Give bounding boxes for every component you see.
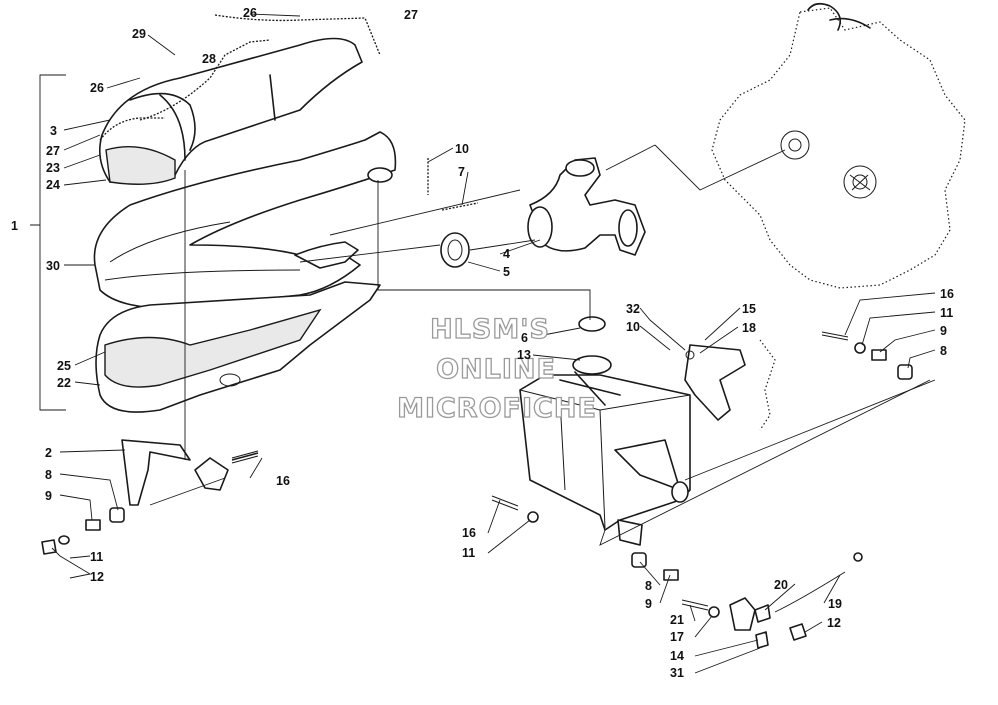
bottom-hardware	[599, 379, 931, 649]
lower-heat-shield	[95, 281, 381, 413]
callout-1: 1	[11, 219, 18, 233]
callout-10-top: 10	[455, 142, 469, 156]
left-mount-hardware	[41, 439, 259, 555]
callout-30: 30	[46, 259, 60, 273]
engine-outline	[711, 2, 966, 289]
watermark: HLSM'S ONLINE MICROFICHE	[396, 313, 597, 424]
exhaust-manifold	[527, 157, 646, 256]
callout-18: 18	[742, 321, 756, 335]
callout-26-left: 26	[90, 81, 104, 95]
callout-8-left: 8	[45, 468, 52, 482]
callout-12-right: 12	[827, 616, 841, 630]
callout-8-bottom: 8	[645, 579, 652, 593]
callout-27-top: 27	[404, 8, 418, 22]
callout-labels: 1 2 3 4 5 6 7 8 8 8 9 9 9 10 10 11 11 11…	[11, 6, 954, 680]
upper-heat-shield	[99, 14, 381, 185]
callout-10-mid: 10	[626, 320, 640, 334]
callout-21: 21	[670, 613, 684, 627]
right-mount-hardware	[684, 331, 936, 481]
muffler-bolt-hardware	[491, 495, 539, 523]
callout-28: 28	[202, 52, 216, 66]
callout-2: 2	[45, 446, 52, 460]
muffler	[519, 316, 691, 546]
callout-13: 13	[517, 348, 531, 362]
callout-9-right: 9	[940, 324, 947, 338]
callout-24: 24	[46, 178, 60, 192]
callout-11-right: 11	[940, 306, 953, 320]
callout-7: 7	[458, 165, 465, 179]
watermark-line-2: ONLINE	[436, 354, 556, 385]
callout-11-center: 11	[462, 546, 475, 560]
seal-ring-5	[440, 232, 470, 268]
watermark-line-1: HLSM'S	[430, 314, 550, 345]
callout-32: 32	[626, 302, 640, 316]
expansion-chamber	[93, 131, 397, 309]
leader-lines	[51, 13, 936, 674]
callout-19: 19	[828, 597, 842, 611]
callout-4: 4	[503, 247, 510, 261]
muffler-bracket-18	[684, 339, 776, 431]
callout-12-left: 12	[90, 570, 104, 584]
callout-16-center: 16	[462, 526, 476, 540]
callout-20: 20	[774, 578, 788, 592]
callout-25: 25	[57, 359, 71, 373]
callout-22: 22	[57, 376, 71, 390]
watermark-line-3: MICROFICHE	[397, 393, 597, 424]
callout-17: 17	[670, 630, 684, 644]
callout-16-right: 16	[940, 287, 954, 301]
callout-23: 23	[46, 161, 60, 175]
spring-7	[441, 202, 479, 211]
callout-16-left: 16	[276, 474, 290, 488]
callout-14: 14	[670, 649, 684, 663]
callout-9-left: 9	[45, 489, 52, 503]
callout-31: 31	[670, 666, 684, 680]
callout-5: 5	[503, 265, 510, 279]
callout-3: 3	[50, 124, 57, 138]
callout-9-bottom: 9	[645, 597, 652, 611]
assembly-bracket	[30, 74, 66, 411]
callout-11-left: 11	[90, 550, 103, 564]
callout-27-left: 27	[46, 144, 60, 158]
callout-15: 15	[742, 302, 756, 316]
callout-8-right: 8	[940, 344, 947, 358]
callout-26-top: 26	[243, 6, 257, 20]
callout-29: 29	[132, 27, 146, 41]
callout-6: 6	[521, 331, 528, 345]
